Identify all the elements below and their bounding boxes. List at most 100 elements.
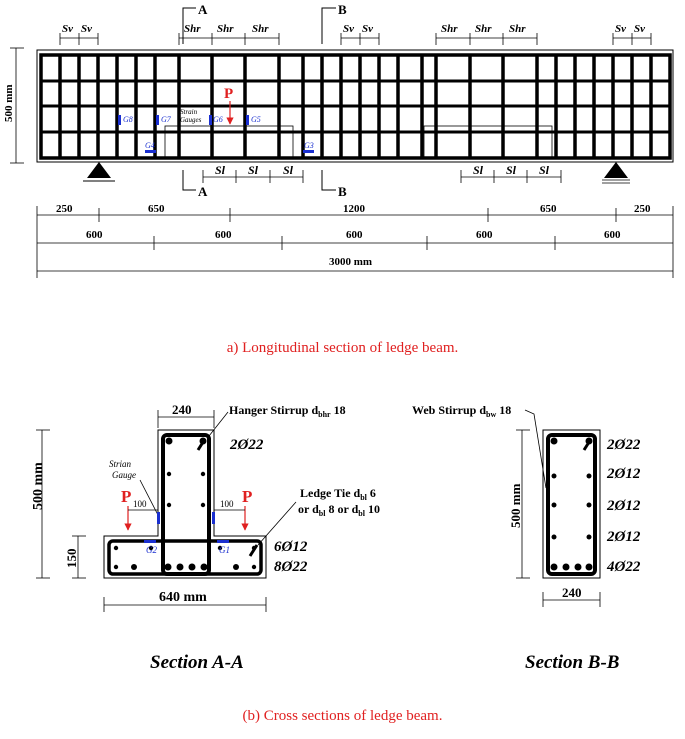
- gauge-label: G7: [161, 115, 172, 124]
- bar-label: 2Ø12: [606, 529, 641, 545]
- web-width-label: 240: [172, 402, 192, 417]
- web-stirrup: [546, 433, 597, 576]
- ledge-tie: [107, 539, 263, 576]
- top-spacing-dims: [59, 33, 652, 45]
- section-bb-bars: [550, 437, 593, 571]
- bottom-spacing-dims: [202, 170, 562, 183]
- section-aa-title: Section A-A: [150, 652, 244, 673]
- load-p-right: P: [242, 487, 252, 506]
- longitudinal-bars: [41, 79, 670, 134]
- sv-label: Sv: [362, 23, 373, 35]
- gauge-marker: [144, 540, 156, 543]
- shr-label: Shr: [441, 23, 458, 35]
- section-bb-title: Section B-B: [525, 652, 619, 673]
- offset-label-right: 100: [220, 499, 234, 509]
- beam-outline: [36, 49, 674, 163]
- height-dim: [10, 47, 24, 164]
- section-bb-width-dim: [542, 592, 601, 607]
- gauge-label: G8: [123, 115, 133, 124]
- section-a-label-bottom: A: [198, 184, 208, 199]
- dim-label: 650: [540, 203, 557, 215]
- gauge-label: G3: [304, 141, 314, 150]
- bar-label: 2Ø22: [606, 437, 641, 453]
- dim-label: 600: [604, 229, 621, 241]
- strain-gauge-label-2: Gauge: [112, 470, 136, 480]
- sv-label: Sv: [81, 23, 92, 35]
- sv-label: Sv: [634, 23, 645, 35]
- shr-label: Shr: [252, 23, 269, 35]
- bottom-bars-label: 8Ø22: [274, 559, 308, 575]
- load-p-label: P: [224, 86, 233, 102]
- sv-label: Sv: [343, 23, 354, 35]
- sl-label: Sl: [473, 163, 484, 177]
- section-bb-bar-labels: 2Ø22 2Ø12 2Ø12 2Ø12 4Ø22: [606, 437, 641, 575]
- sv-label: Sv: [62, 23, 73, 35]
- section-bb-height-dim: [516, 429, 530, 579]
- section-aa-height-dim: [36, 429, 86, 579]
- shr-label: Shr: [184, 23, 201, 35]
- section-bb-outline: [542, 429, 601, 579]
- ledge-tie-label-2: or dbl 8 or dbl 10: [298, 502, 380, 518]
- dim-label: 1200: [343, 203, 366, 215]
- sl-label: Sl: [539, 163, 550, 177]
- gauge-marker: [212, 512, 215, 524]
- span-dim-labels: 250 650 1200 650 250 600 600 600 600 600…: [56, 203, 651, 268]
- gauge-label: G2: [146, 545, 157, 555]
- sl-label: Sl: [215, 163, 226, 177]
- stirrups: [58, 55, 653, 158]
- hanger-label: Hanger Stirrup dbhr 18: [229, 403, 346, 419]
- section-aa-width-label: 640 mm: [159, 590, 207, 605]
- shr-label: Shr: [475, 23, 492, 35]
- gauge-label: G1: [219, 545, 230, 555]
- right-support-rollers: [602, 179, 630, 184]
- dim-label: 600: [215, 229, 232, 241]
- ledge-zone-left: [164, 125, 294, 158]
- longitudinal-section: A A B B Sv Sv Shr Shr Shr Sv Sv: [3, 2, 674, 278]
- caption-a: a) Longitudinal section of ledge beam.: [226, 340, 459, 356]
- sl-label: Sl: [506, 163, 517, 177]
- ledge-tie-label: Ledge Tie dbl 6: [300, 486, 376, 502]
- dim-label: 600: [476, 229, 493, 241]
- load-p-left: P: [121, 487, 131, 506]
- strain-label: Strain: [180, 108, 198, 116]
- gauge-label: G5: [251, 115, 261, 124]
- ledge-bars-label: 6Ø12: [274, 539, 308, 555]
- sl-label: Sl: [248, 163, 259, 177]
- sl-label: Sl: [283, 163, 294, 177]
- strain-gauge-label: Strian: [109, 459, 132, 469]
- section-aa-outline: [103, 429, 267, 579]
- top-spacing-labels: Sv Sv Shr Shr Shr Sv Sv Shr Shr Shr Sv S…: [62, 23, 645, 35]
- shr-label: Shr: [509, 23, 526, 35]
- section-aa-width-dim: [103, 597, 267, 612]
- top-bars-label: 2Ø22: [229, 437, 264, 453]
- total-length-label: 3000 mm: [329, 256, 372, 268]
- section-aa: 240 Hanger Stirrup dbhr 18 2Ø22 Strian G…: [31, 402, 380, 673]
- ledge-tie-leader: [257, 501, 297, 546]
- section-bb-width-label: 240: [562, 585, 582, 600]
- section-cut-b: [321, 7, 336, 191]
- shr-label: Shr: [217, 23, 234, 35]
- section-cut-a: [182, 7, 196, 191]
- section-aa-height-label: 500 mm: [31, 462, 46, 510]
- dim-label: 250: [634, 203, 651, 215]
- bar-label: 2Ø12: [606, 498, 641, 514]
- bar-label: 4Ø22: [606, 559, 641, 575]
- dim-label: 250: [56, 203, 73, 215]
- section-a-label-top: A: [198, 2, 208, 17]
- offset-label-left: 100: [133, 499, 147, 509]
- section-bb-height-label: 500 mm: [508, 483, 523, 528]
- web-stirrup-label: Web Stirrup dbw 18: [412, 403, 511, 419]
- gauge-label: G6: [213, 115, 223, 124]
- sv-label: Sv: [615, 23, 626, 35]
- hanger-leader: [208, 411, 229, 437]
- bar-label: 2Ø12: [606, 466, 641, 482]
- dim-label: 650: [148, 203, 165, 215]
- ledge-zone-right: [423, 125, 553, 158]
- left-support: [87, 162, 111, 178]
- dim-label: 600: [346, 229, 363, 241]
- beam-height-label: 500 mm: [3, 84, 15, 122]
- gauge-label: G4: [145, 141, 155, 150]
- section-bb: Web Stirrup dbw 18 2Ø22 2Ø12 2Ø12 2Ø12 4…: [412, 403, 641, 673]
- strain-gauge-leader: [139, 479, 159, 516]
